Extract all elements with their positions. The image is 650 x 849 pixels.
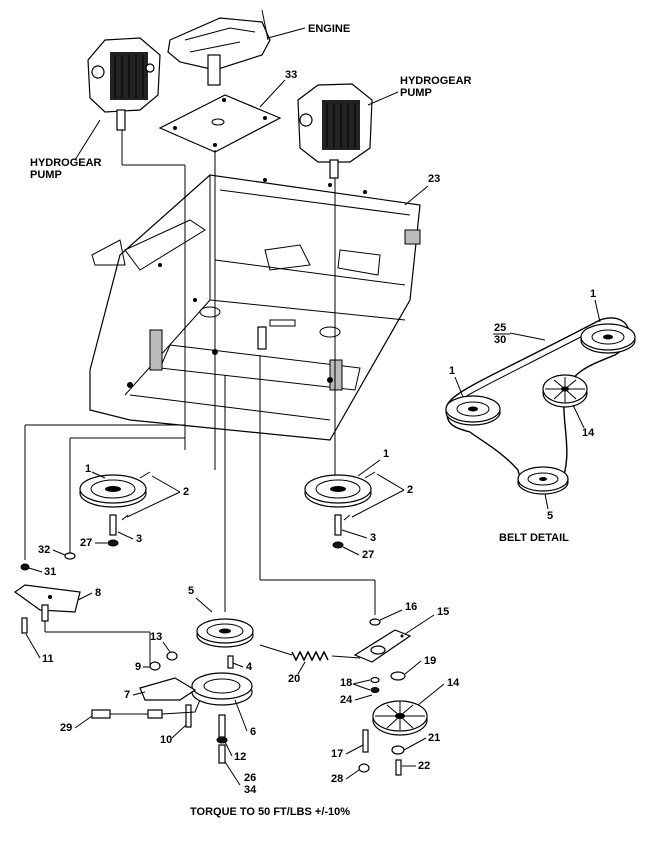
callout-22: 22 [418, 760, 430, 772]
belt-detail-callout-1-left: 1 [449, 365, 455, 377]
callout-2-left: 2 [183, 486, 189, 498]
callout-24: 24 [340, 694, 353, 706]
belt-detail-callout-25: 25 [494, 322, 506, 334]
callout-27-right: 27 [362, 549, 374, 561]
belt-detail-callout-1-top: 1 [590, 288, 596, 300]
belt-detail-callout-30: 30 [494, 334, 506, 346]
callout-17: 17 [331, 748, 343, 760]
callout-3-left: 3 [136, 533, 142, 545]
assembly-leader-lines [24, 130, 376, 665]
callout-1-left: 1 [85, 463, 91, 475]
idler-pulley-6 [191, 672, 253, 764]
engine-label: ENGINE [308, 23, 350, 35]
callout-26: 26 [244, 772, 256, 784]
torque-note: TORQUE TO 50 FT/LBS +/-10% [190, 806, 350, 818]
callout-16: 16 [405, 601, 417, 613]
cable-29 [91, 699, 201, 719]
callout-34: 34 [244, 784, 257, 796]
callout-2-right: 2 [407, 484, 413, 496]
hydrogear-pump-right [297, 83, 373, 179]
hydrogear-pump-left-label-2: PUMP [30, 169, 62, 181]
hydrogear-pump-right-label-1: HYDROGEAR [400, 75, 472, 87]
hydrogear-pump-left-label-1: HYDROGEAR [30, 157, 102, 169]
callout-12: 12 [234, 751, 246, 763]
callout-21: 21 [428, 732, 440, 744]
idler-pulley-14 [358, 671, 428, 776]
callout-3-right: 3 [370, 532, 376, 544]
callout-18: 18 [340, 677, 352, 689]
idler-bracket-8 [13, 552, 81, 634]
belt-detail-callout-14: 14 [582, 427, 595, 439]
callout-31: 31 [44, 566, 56, 578]
callout-6: 6 [250, 726, 256, 738]
callout-13: 13 [150, 631, 162, 643]
callout-28: 28 [331, 773, 343, 785]
callout-19: 19 [424, 655, 436, 667]
callout-33: 33 [285, 69, 297, 81]
center-pulley-5 [196, 618, 254, 648]
callout-5-center: 5 [188, 585, 194, 597]
callout-4: 4 [246, 661, 253, 673]
callout-20: 20 [288, 673, 300, 685]
callout-15: 15 [437, 606, 449, 618]
belt-detail-label: BELT DETAIL [499, 532, 569, 544]
hydrogear-pump-right-label-2: PUMP [400, 87, 432, 99]
callout-11: 11 [42, 653, 54, 665]
tension-bracket-15 [353, 618, 412, 693]
callout-9: 9 [135, 661, 141, 673]
hydrogear-pump-left [87, 37, 161, 131]
belt-detail-callout-5: 5 [547, 510, 553, 522]
callout-1-right: 1 [383, 448, 389, 460]
left-pulley-assembly [79, 471, 151, 547]
callout-32: 32 [38, 544, 50, 556]
idler-arm-7 [139, 651, 197, 728]
callout-7: 7 [124, 689, 130, 701]
spring-20 [259, 644, 361, 662]
callout-23: 23 [428, 173, 440, 185]
callout-14: 14 [447, 677, 460, 689]
callout-27-left: 27 [80, 537, 92, 549]
callout-8: 8 [95, 587, 101, 599]
right-pulley-assembly [304, 471, 376, 549]
mount-plate-33 [158, 79, 286, 153]
key-4 [227, 655, 234, 669]
callout-10: 10 [160, 734, 172, 746]
chassis-frame-23 [89, 174, 421, 441]
engine-assembly [167, 9, 306, 86]
belt-detail-drawing [445, 317, 636, 495]
callout-29: 29 [60, 722, 72, 734]
